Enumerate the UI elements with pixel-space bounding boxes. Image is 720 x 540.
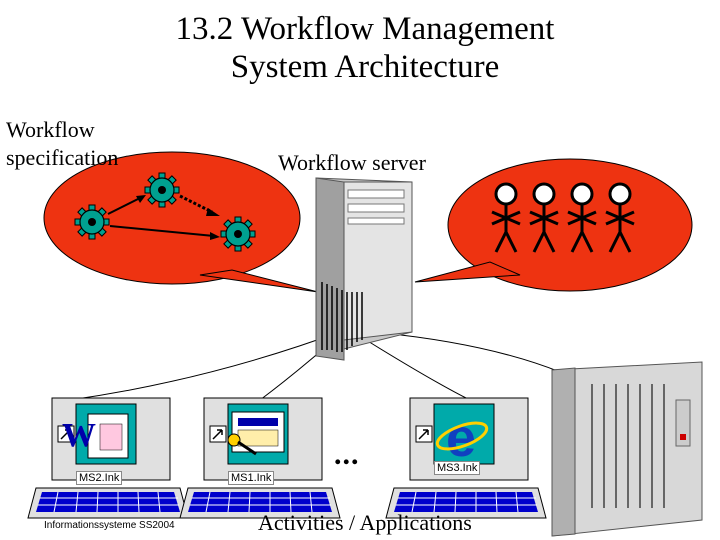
network-links (69, 329, 561, 401)
shortcut-label-ms1[interactable]: MS1.Ink (228, 471, 275, 485)
footer-text: Informationssysteme SS2004 (44, 520, 175, 531)
title-line-2: System Architecture (230, 49, 500, 85)
gear-icon (220, 216, 256, 252)
specification-label: Workflow specification (6, 116, 118, 172)
workstation-ms1 (179, 397, 341, 519)
workstation-ms3: e (385, 397, 547, 519)
spec-line-1: Workflow (6, 117, 95, 142)
svg-text:W: W (62, 417, 96, 454)
workflow-graph (74, 172, 256, 252)
title-line-1: 13.2 Workflow Management (175, 11, 555, 47)
workstation-ms2: W (27, 397, 189, 519)
svg-text:e: e (446, 408, 476, 468)
slide-title: 13.2 Workflow Management System Architec… (100, 10, 630, 86)
word-icon: W (62, 413, 129, 459)
rack-cabinet-icon (551, 361, 703, 537)
shortcut-label-ms2[interactable]: MS2.Ink (76, 471, 123, 485)
server-tower-icon (315, 177, 413, 361)
shortcut-label-ms3[interactable]: MS3.Ink (434, 461, 481, 475)
activities-label: Activities / Applications (258, 510, 472, 535)
gear-icon (74, 204, 110, 240)
participants-bubble (414, 158, 693, 292)
spec-line-2: specification (6, 145, 119, 170)
ellipsis: ... (334, 438, 360, 471)
internet-explorer-icon: e (435, 408, 489, 468)
gear-icon (144, 172, 180, 208)
server-label: Workflow server (278, 150, 426, 175)
document-key-icon (227, 411, 285, 456)
